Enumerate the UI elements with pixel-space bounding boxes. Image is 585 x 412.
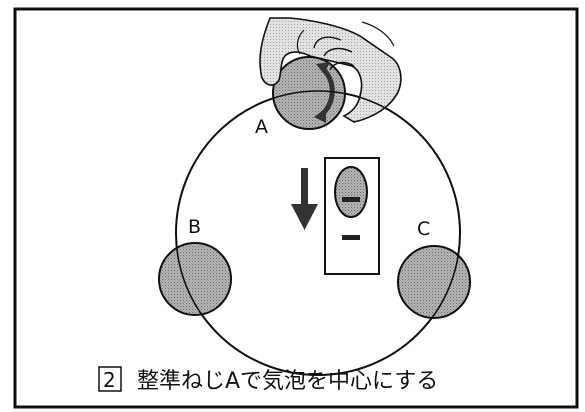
down-arrow-icon xyxy=(291,168,318,230)
bubble-center-mark xyxy=(342,197,360,202)
label-c: C xyxy=(417,218,430,240)
leveling-screw-c xyxy=(397,245,471,319)
base-plate-overlay xyxy=(175,90,461,376)
step-number-box xyxy=(98,366,122,392)
caption: 整準ねじAで気泡を中心にする xyxy=(137,369,438,394)
step-number: 2 xyxy=(103,368,116,392)
hand-icon xyxy=(259,17,402,123)
label-a: A xyxy=(255,116,268,138)
label-b: B xyxy=(188,216,201,238)
vial-center-mark xyxy=(342,235,360,240)
bubble-icon xyxy=(334,166,368,218)
leveling-screw-b xyxy=(158,242,232,316)
